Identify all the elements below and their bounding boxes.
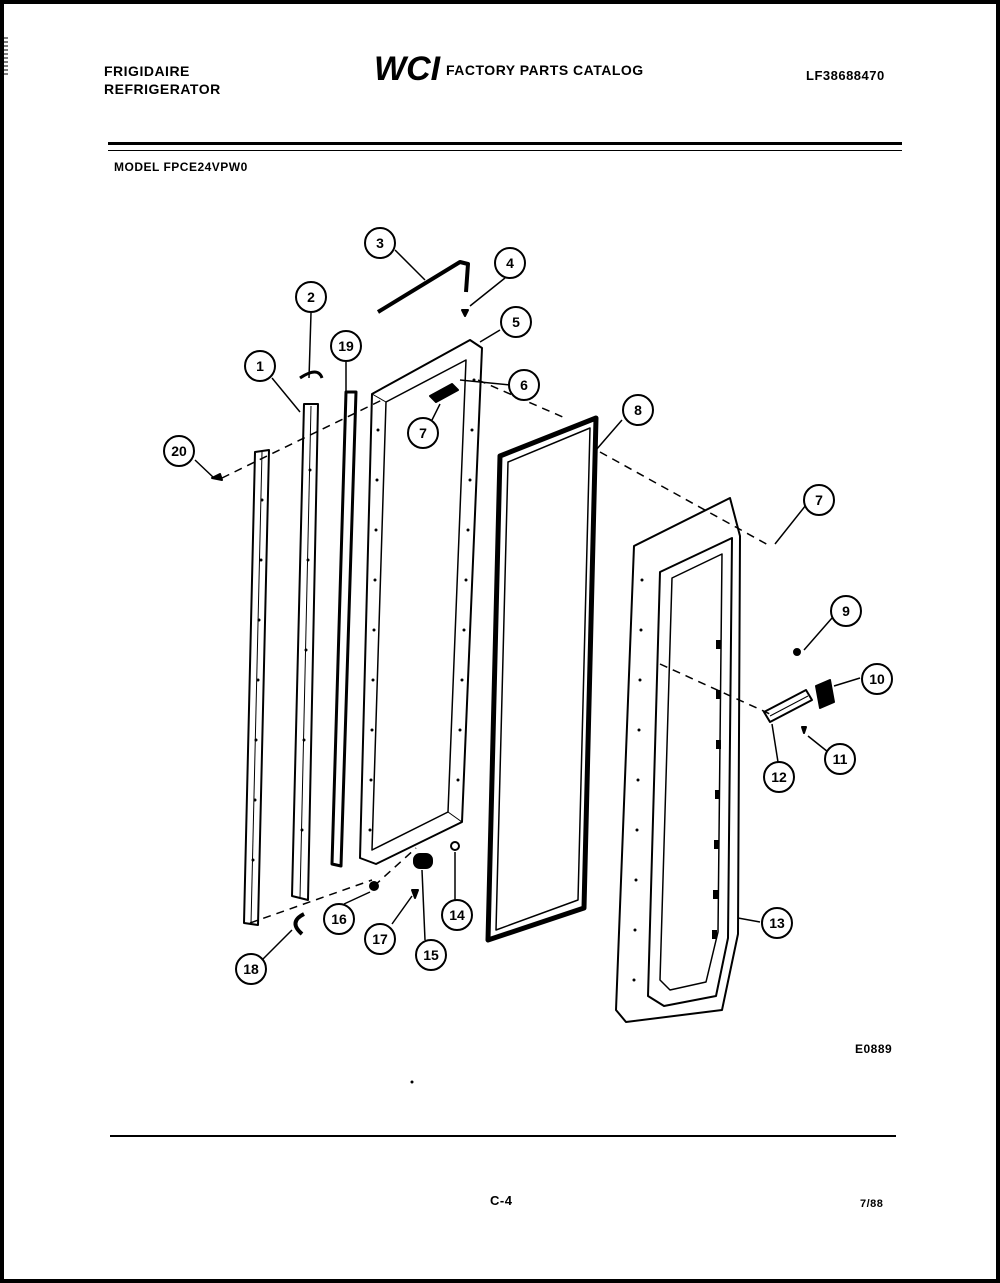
wci-logo: WCI (374, 50, 442, 86)
callout-9: 9 (842, 603, 850, 619)
callout-circle (824, 743, 856, 775)
leader-lines (194, 249, 861, 963)
callout-12: 12 (771, 769, 787, 785)
callout-4: 4 (506, 255, 514, 271)
part-8-door-gasket (485, 415, 599, 943)
margin-registration-marks (0, 37, 8, 75)
callout-circle (364, 923, 396, 955)
callout-circle (441, 899, 473, 931)
revision-date: 7/88 (860, 1198, 884, 1210)
part-5-door-frame (359, 339, 483, 865)
brand-name: FRIGIDAIRE (104, 63, 190, 79)
header-rule (108, 142, 902, 145)
callout-17: 17 (372, 931, 388, 947)
callout-5: 5 (512, 314, 520, 330)
callout-8: 8 (634, 402, 642, 418)
callout-circle (407, 417, 439, 449)
callout-16: 16 (331, 911, 347, 927)
footer-rule (110, 1135, 896, 1137)
callout-20: 20 (171, 443, 187, 459)
part-15-cam (413, 853, 433, 869)
callout-circle (500, 306, 532, 338)
part-17-screw (411, 889, 419, 899)
part-4-screw (461, 309, 469, 317)
callout-18: 18 (243, 961, 259, 977)
callout-circle (803, 484, 835, 516)
figure-code: E0889 (855, 1042, 893, 1056)
part-18-hinge-cover (293, 912, 305, 936)
callout-10: 10 (869, 671, 885, 687)
stray-dot (410, 1080, 414, 1084)
part-12-hinge-bar (763, 689, 813, 723)
part-11-screw (801, 726, 807, 734)
callout-circle (235, 953, 267, 985)
callout-14: 14 (449, 907, 465, 923)
callout-7: 7 (419, 425, 427, 441)
wci-logo-text: WCI (374, 50, 442, 86)
page-number: C-4 (490, 1193, 513, 1208)
callout-circle (830, 595, 862, 627)
part-13-inner-door-panel (615, 497, 741, 1023)
catalog-part-number: LF38688470 (806, 68, 885, 83)
callout-2: 2 (307, 289, 315, 305)
callout-circle (330, 330, 362, 362)
callout-7-right: 7 (815, 492, 823, 508)
header-rule-thin (108, 150, 902, 151)
model-number: MODEL FPCE24VPW0 (114, 160, 248, 174)
callout-19: 19 (338, 338, 354, 354)
callout-circle (364, 227, 396, 259)
callout-circle (622, 394, 654, 426)
callout-circle (761, 907, 793, 939)
brand-block: FRIGIDAIRE REFRIGERATOR (104, 62, 221, 98)
callout-6: 6 (520, 377, 528, 393)
callout-circle (763, 761, 795, 793)
catalog-title: FACTORY PARTS CATALOG (446, 62, 644, 78)
part-9-screw (793, 648, 801, 656)
callout-circle (508, 369, 540, 401)
callout-3: 3 (376, 235, 384, 251)
callout-13: 13 (769, 915, 785, 931)
part-20-screw (211, 473, 223, 481)
callout-circle (323, 903, 355, 935)
callout-circle (295, 281, 327, 313)
part-14-plug (450, 841, 460, 851)
part-2-channel-strip (291, 370, 324, 901)
callout-circle (415, 939, 447, 971)
part-1-trim-strip (243, 449, 270, 926)
part-19-gasket-strip (330, 390, 358, 868)
callout-1: 1 (256, 358, 264, 374)
callout-11: 11 (833, 751, 848, 767)
callout-circle (163, 435, 195, 467)
callout-circle (494, 247, 526, 279)
callout-circle (861, 663, 893, 695)
product-type: REFRIGERATOR (104, 81, 221, 97)
part-10-clip (815, 679, 835, 709)
part-6-bracket (429, 383, 459, 403)
callout-15: 15 (423, 947, 439, 963)
part-3-rod (376, 260, 470, 314)
callout-circle (244, 350, 276, 382)
